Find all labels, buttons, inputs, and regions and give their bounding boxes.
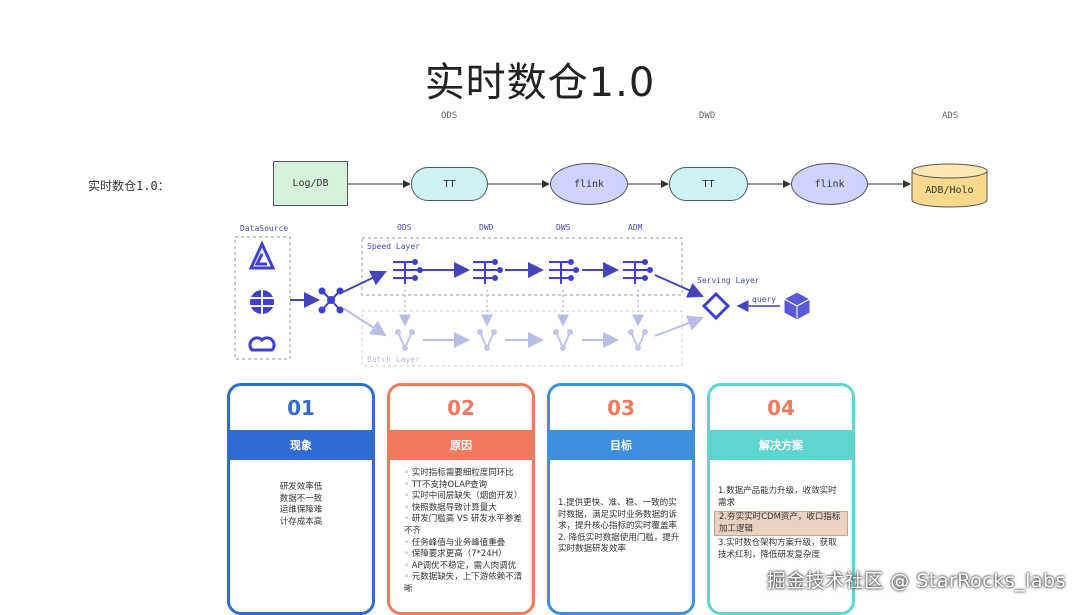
- list-item: 研发效率低: [279, 482, 323, 492]
- batch-dws-icon: [553, 329, 573, 351]
- card-cause: 02 原因 ◦ 实时指标需要细粒度同环比 ◦ TT不支持OLAP查询 ◦ 实时中…: [387, 383, 535, 615]
- node-adb-holo: ADB/Holo: [911, 163, 988, 208]
- card-number: 03: [607, 396, 635, 420]
- serving-layer-label: Serving Layer: [697, 276, 760, 285]
- list-item: 2. 降低实时数据使用门槛，提升实时数据研发效率: [558, 532, 680, 555]
- batch-layer-label: Batch Layer: [367, 355, 420, 364]
- list-item: 数据不一致: [279, 493, 323, 504]
- card-body: ◦ 实时指标需要细粒度同环比 ◦ TT不支持OLAP查询 ◦ 实时中间层缺失（烟…: [404, 468, 524, 596]
- query-cube-icon: [782, 291, 812, 321]
- hub-icon: [318, 287, 344, 314]
- stage-adm-label: ADM: [628, 223, 643, 232]
- card-number: 04: [767, 396, 795, 420]
- batch-ods-icon: [395, 329, 415, 351]
- speed-layer-label: Speed Layer: [367, 242, 420, 251]
- stage-ods-label: ODS: [397, 223, 412, 232]
- card-body: 研发效率低 数据不一致 运维保障难 计存成本高: [238, 466, 364, 528]
- header-ods: ODS: [441, 111, 458, 121]
- card-heading: 解决方案: [710, 430, 852, 460]
- watermark: 掘金技术社区 @ StarRocks_labs: [766, 570, 1066, 592]
- list-item: 计存成本高: [279, 516, 323, 527]
- list-item: 3.实时数仓架构方案升级，获取技术红利，降低研发复杂度: [718, 538, 837, 560]
- list-item: 1.提供更快、准、稳、一致的实时数据，满足实时业务数据的诉求，提升核心指标的实时…: [558, 498, 678, 532]
- list-item: ◦ 研发门槛高 VS 研发水平参差不齐: [404, 514, 522, 536]
- row-label: 实时数仓1.0：: [88, 179, 170, 193]
- batch-adm-icon: [628, 329, 648, 351]
- card-phenomenon: 01 现象 研发效率低 数据不一致 运维保障难 计存成本高: [227, 383, 375, 615]
- card-heading: 原因: [390, 430, 532, 460]
- node-tt-1: TT: [411, 167, 488, 201]
- speed-dws-icon: [549, 259, 579, 284]
- speed-ods-icon: [393, 259, 423, 284]
- batch-dwd-icon: [477, 329, 497, 351]
- node-adb-holo-label: ADB/Holo: [925, 184, 974, 196]
- list-item: ◦ 实时中间层缺失（烟囱开发）: [404, 491, 523, 502]
- speed-dwd-icon: [473, 259, 503, 284]
- node-tt-2: TT: [669, 167, 748, 201]
- node-log-db: Log/DB: [273, 161, 348, 206]
- header-dwd: DWD: [699, 111, 716, 121]
- card-number: 01: [287, 396, 315, 420]
- datasource-triangle-icon: [248, 240, 276, 270]
- datasource-label: DataSource: [240, 224, 289, 233]
- page-title: 实时数仓1.0: [424, 60, 656, 106]
- card-number: 02: [447, 396, 475, 420]
- list-item-highlighted: 2.夯实实时CDM资产，收口指标加工逻辑: [714, 511, 848, 537]
- list-item: ◦ TT不支持OLAP查询: [404, 479, 488, 490]
- datasource-cloud-icon: [248, 336, 276, 352]
- list-item: ◦ 实时指标需要细粒度同环比: [404, 468, 514, 478]
- stage-dwd-label: DWD: [479, 223, 494, 232]
- card-goal: 03 目标 1.提供更快、准、稳、一致的实时数据，满足实时业务数据的诉求，提升核…: [547, 383, 695, 615]
- card-heading: 现象: [230, 430, 372, 460]
- query-label: query: [752, 295, 777, 304]
- list-item: ◦ 保障要求更高（7*24H）: [404, 549, 507, 560]
- list-item: 1.数据产品能力升级，收敛实时需求: [718, 486, 837, 508]
- card-body: 1.数据产品能力升级，收敛实时需求 2.夯实实时CDM资产，收口指标加工逻辑 3…: [714, 486, 848, 562]
- card-heading: 目标: [550, 430, 692, 460]
- card-body: 1.提供更快、准、稳、一致的实时数据，满足实时业务数据的诉求，提升核心指标的实时…: [558, 498, 684, 556]
- node-flink-1: flink: [550, 163, 628, 205]
- list-item: ◦ AP调优不稳定，需人肉调优: [404, 560, 517, 571]
- speed-adm-icon: [623, 259, 653, 284]
- list-item: ◦ 任务峰值与业务峰值重叠: [404, 537, 506, 548]
- serving-icon: [701, 291, 731, 321]
- stage-dws-label: DWS: [556, 223, 571, 232]
- list-item: ◦ 快照数据导致计算量大: [404, 502, 497, 513]
- list-item: 运维保障难: [279, 505, 323, 516]
- node-flink-2: flink: [791, 163, 868, 205]
- header-ads: ADS: [942, 111, 959, 121]
- datasource-globe-icon: [250, 290, 274, 314]
- list-item: ◦ 元数据缺失，上下游依赖不清晰: [404, 572, 523, 594]
